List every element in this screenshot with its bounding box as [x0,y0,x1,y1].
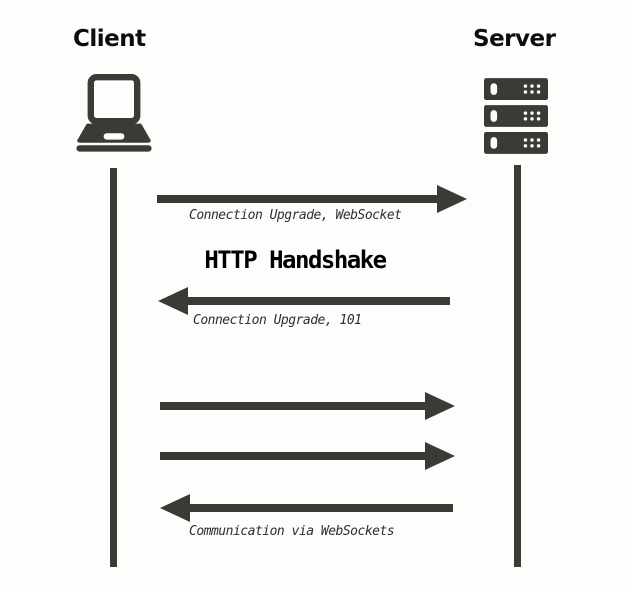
arrow-shaft [160,402,429,410]
arrow-communication-via-websockets [160,494,453,522]
arrow-connection-upgrade-101 [158,287,450,315]
arrowhead-right-icon [437,185,467,213]
arrow-websocket-frame-2 [160,442,455,470]
arrowhead-right-icon [425,392,455,420]
arrow-shaft [157,195,441,203]
message-label-connection-upgrade-websocket: Connection Upgrade, WebSocket [189,208,402,223]
client-title: Client [73,26,146,52]
arrow-websocket-frame-1 [160,392,455,420]
laptop-icon [74,73,154,155]
server-unit [484,105,548,127]
server-stack-icon [484,78,548,154]
arrowhead-right-icon [425,442,455,470]
http-handshake-title: HTTP Handshake [204,246,387,274]
arrowhead-left-icon [160,494,190,522]
server-unit [484,132,548,154]
arrow-shaft [160,452,429,460]
server-lifeline [514,165,521,567]
message-label-communication-via-websockets: Communication via WebSockets [189,524,395,539]
server-unit [484,78,548,100]
arrow-connection-upgrade-websocket [157,185,467,213]
arrowhead-left-icon [158,287,188,315]
arrow-shaft [184,297,450,305]
message-label-connection-upgrade-101: Connection Upgrade, 101 [193,313,362,328]
server-title: Server [473,26,556,52]
arrow-shaft [186,504,453,512]
client-lifeline [110,168,117,567]
